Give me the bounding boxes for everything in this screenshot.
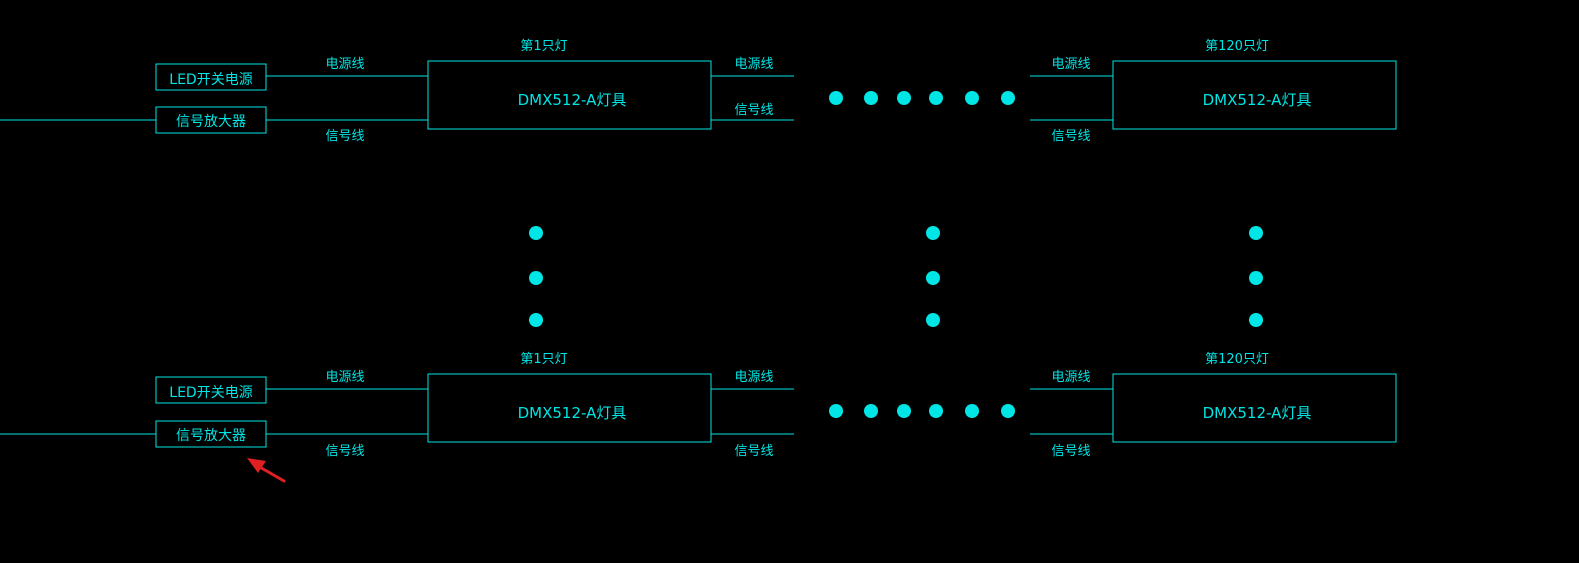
- fixture-label-bottom-first: DMX512-A灯具: [518, 404, 627, 422]
- row-bottom: LED开关电源 信号放大器 电源线 信号线 第1只灯 DMX512-A灯具 电源…: [0, 352, 1397, 459]
- signal-line-label-bottom-2: 信号线: [734, 444, 773, 459]
- last-lamp-label-bottom: 第120只灯: [1205, 352, 1269, 367]
- led-power-box-top[interactable]: [155, 63, 267, 91]
- fixture-label-top-last: DMX512-A灯具: [1203, 91, 1312, 109]
- power-line-label-top-2: 电源线: [734, 57, 773, 72]
- fixture-box-bottom-last[interactable]: [1112, 373, 1397, 443]
- red-arrow-icon: [247, 458, 286, 483]
- first-lamp-label-top: 第1只灯: [520, 39, 567, 54]
- signal-amp-label-bottom: 信号放大器: [176, 428, 246, 444]
- signal-line-label-top-2: 信号线: [734, 103, 773, 118]
- signal-line-label-top-1: 信号线: [325, 129, 364, 144]
- ellipsis-dots-icon: [829, 404, 1015, 418]
- signal-line-label-bottom-3: 信号线: [1051, 444, 1090, 459]
- signal-amp-label-top: 信号放大器: [176, 114, 246, 130]
- fixture-box-top-first[interactable]: [427, 60, 712, 130]
- first-lamp-label-bottom: 第1只灯: [520, 352, 567, 367]
- led-power-label-top: LED开关电源: [169, 72, 252, 88]
- power-line-label-top-3: 电源线: [1051, 57, 1090, 72]
- ellipsis-dots-icon: [926, 226, 940, 327]
- power-line-label-bottom-3: 电源线: [1051, 370, 1090, 385]
- power-line-label-bottom-1: 电源线: [325, 370, 364, 385]
- fixture-label-top-first: DMX512-A灯具: [518, 91, 627, 109]
- led-power-label-bottom: LED开关电源: [169, 385, 252, 401]
- power-line-label-top-1: 电源线: [325, 57, 364, 72]
- fixture-box-top-last[interactable]: [1112, 60, 1397, 130]
- ellipsis-dots-icon: [829, 91, 1015, 105]
- fixture-box-bottom-first[interactable]: [427, 373, 712, 443]
- power-line-label-bottom-2: 电源线: [734, 370, 773, 385]
- led-power-box-bottom[interactable]: [155, 376, 267, 404]
- row-top: LED开关电源 信号放大器 电源线 信号线 第1只灯 DMX512-A灯具 电源…: [0, 39, 1397, 144]
- signal-line-label-top-3: 信号线: [1051, 129, 1090, 144]
- ellipsis-dots-icon: [529, 226, 543, 327]
- fixture-label-bottom-last: DMX512-A灯具: [1203, 404, 1312, 422]
- ellipsis-dots-icon: [1249, 226, 1263, 327]
- last-lamp-label-top: 第120只灯: [1205, 39, 1269, 54]
- signal-line-label-bottom-1: 信号线: [325, 444, 364, 459]
